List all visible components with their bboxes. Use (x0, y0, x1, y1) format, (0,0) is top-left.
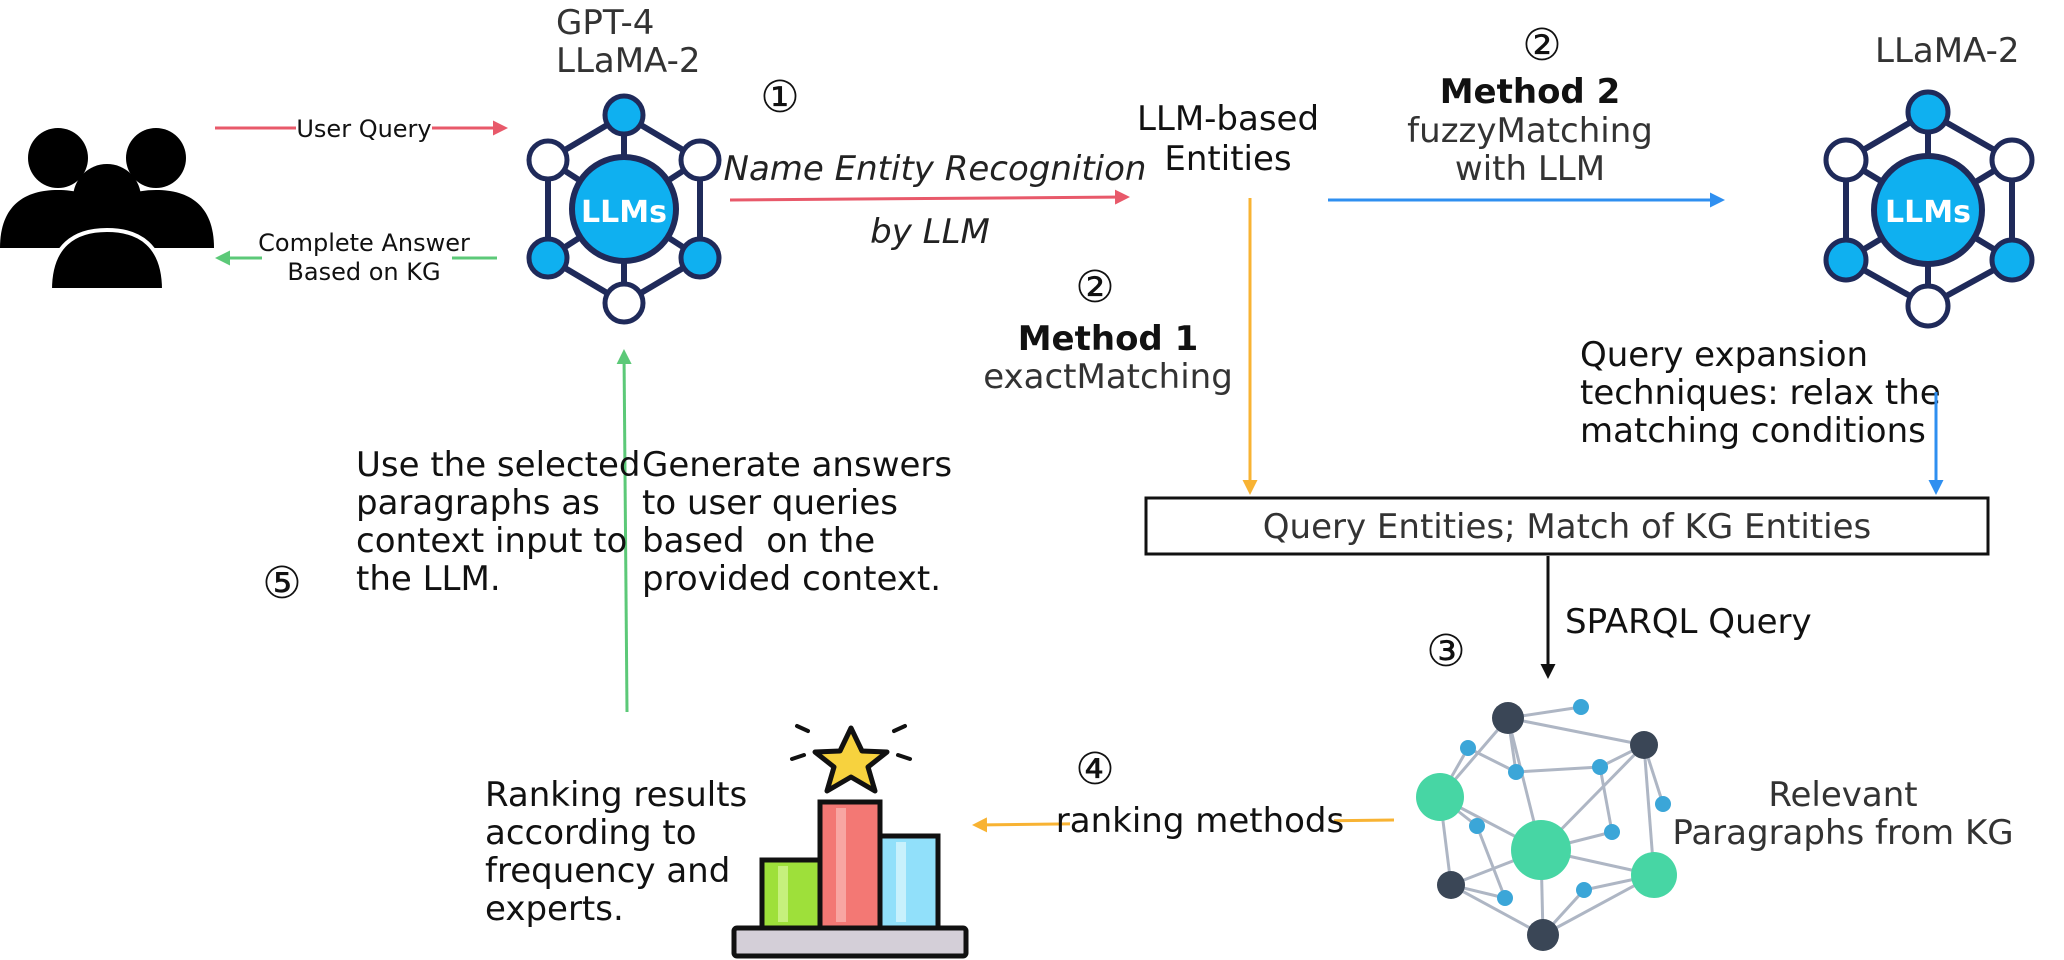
use-selected-line2: paragraphs as (356, 483, 600, 523)
model-llama-right-label: LLaMA-2 (1875, 31, 2019, 71)
ner-label-line1: Name Entity Recognition (724, 149, 1147, 189)
method2-line1: fuzzyMatching (1407, 111, 1653, 151)
relevant-line1: Relevant (1768, 775, 1917, 815)
podium-icon (731, 724, 969, 959)
answer-label-line1: Complete Answer (258, 229, 470, 257)
ranking-methods-label: ranking methods (1056, 801, 1344, 841)
entities-line1: LLM-based (1137, 99, 1319, 139)
method2-title: Method 2 (1440, 72, 1621, 112)
sparql-label: SPARQL Query (1565, 602, 1812, 642)
generate-line3: based on the (642, 521, 875, 561)
entities-line2: Entities (1164, 139, 1291, 179)
llm-hub-left-label: LLMs (581, 195, 667, 230)
expansion-line1: Query expansion (1580, 335, 1868, 375)
method2-line2: with LLM (1455, 149, 1605, 189)
step-4-marker: ④ (1075, 744, 1114, 795)
match-box (1144, 496, 1990, 556)
answer-label-line2: Based on KG (287, 258, 440, 286)
ranking-results-line4: experts. (485, 889, 624, 929)
step-2-marker-top: ② (1522, 20, 1561, 71)
llm-hub-right: LLMs (1823, 89, 2035, 329)
use-selected-line4: the LLM. (356, 559, 501, 599)
model-llama-left-label: LLaMA-2 (556, 41, 700, 81)
relevant-line2: Paragraphs from KG (1672, 813, 2013, 853)
use-selected-line3: context input to (356, 521, 627, 561)
context-arrow (616, 349, 632, 713)
users-icon (0, 128, 214, 292)
user-query-label: User Query (296, 115, 431, 143)
ranking-results-line2: according to (485, 813, 697, 853)
llm-hub-right-label: LLMs (1885, 195, 1971, 230)
step-3-marker: ③ (1426, 626, 1465, 677)
generate-line2: to user queries (642, 483, 898, 523)
method1-line1: exactMatching (983, 357, 1233, 397)
ner-arrow (729, 189, 1130, 205)
use-selected-line1: Use the selected (356, 445, 640, 485)
generate-line1: Generate answers (642, 445, 952, 485)
method1-title: Method 1 (1018, 319, 1199, 359)
ranking-results-line1: Ranking results (485, 775, 747, 815)
match-box-label: Query Entities; Match of KG Entities (1263, 507, 1871, 547)
ranking-results-line3: frequency and (485, 851, 730, 891)
expansion-line3: matching conditions (1580, 411, 1926, 451)
model-gpt4-label: GPT-4 (556, 3, 654, 43)
step-1-marker: ① (760, 72, 799, 123)
step-2-marker-left: ② (1075, 262, 1114, 313)
step-5-marker: ⑤ (262, 558, 301, 609)
generate-line4: provided context. (642, 559, 941, 599)
ner-label-line2: by LLM (870, 212, 990, 252)
expansion-line2: techniques: relax the (1580, 373, 1941, 413)
llm-hub-left: LLMs (526, 93, 722, 325)
kg-graph-icon (1416, 699, 1677, 951)
